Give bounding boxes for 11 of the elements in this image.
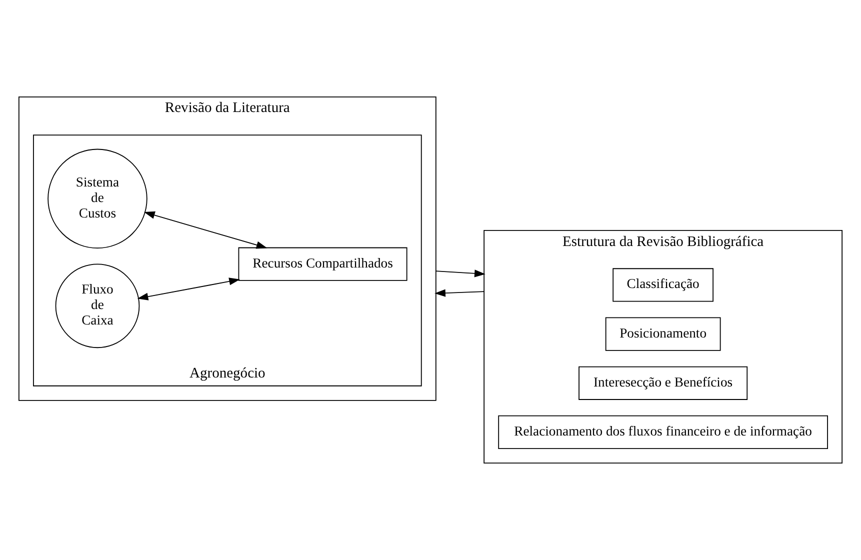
arrow bbox=[434, 289, 485, 297]
node-circle: Sistema de Custos bbox=[48, 148, 148, 249]
node-box: Interesecção e Benefícios bbox=[578, 366, 748, 400]
node-box: Classificação bbox=[612, 268, 714, 302]
node-box: Relacionamento dos fluxos financeiro e de informação bbox=[498, 415, 828, 449]
arrow bbox=[137, 278, 240, 300]
node-box: Posicionamento bbox=[605, 317, 721, 351]
node-box: Recursos Compartilhados bbox=[238, 247, 408, 281]
node-circle: Fluxo de Caixa bbox=[55, 264, 140, 348]
arrow bbox=[144, 211, 268, 249]
arrow bbox=[435, 270, 486, 278]
